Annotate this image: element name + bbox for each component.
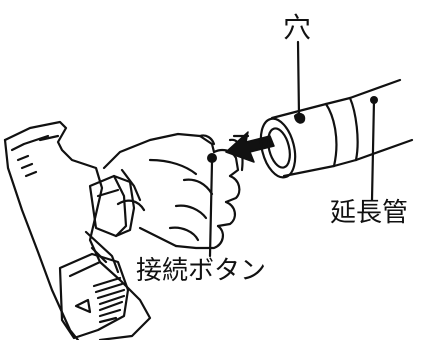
button-leader-line [208, 160, 214, 258]
hand [102, 132, 241, 250]
connect-button-label: 接続ボタン [136, 256, 267, 286]
device-body [3, 120, 152, 342]
device-connector [88, 174, 136, 238]
connect-button-icon [207, 153, 217, 163]
grip-module [58, 252, 130, 340]
pipe-leader-line [370, 98, 376, 202]
extension-pipe-label: 延長管 [330, 198, 409, 228]
extension-pipe [259, 78, 414, 179]
hole-leader-line [296, 40, 301, 118]
hole-label: 穴 [283, 11, 312, 44]
hole-leader-dot [295, 113, 301, 119]
insert-arrow [225, 131, 275, 163]
triangle-mark [74, 298, 92, 314]
